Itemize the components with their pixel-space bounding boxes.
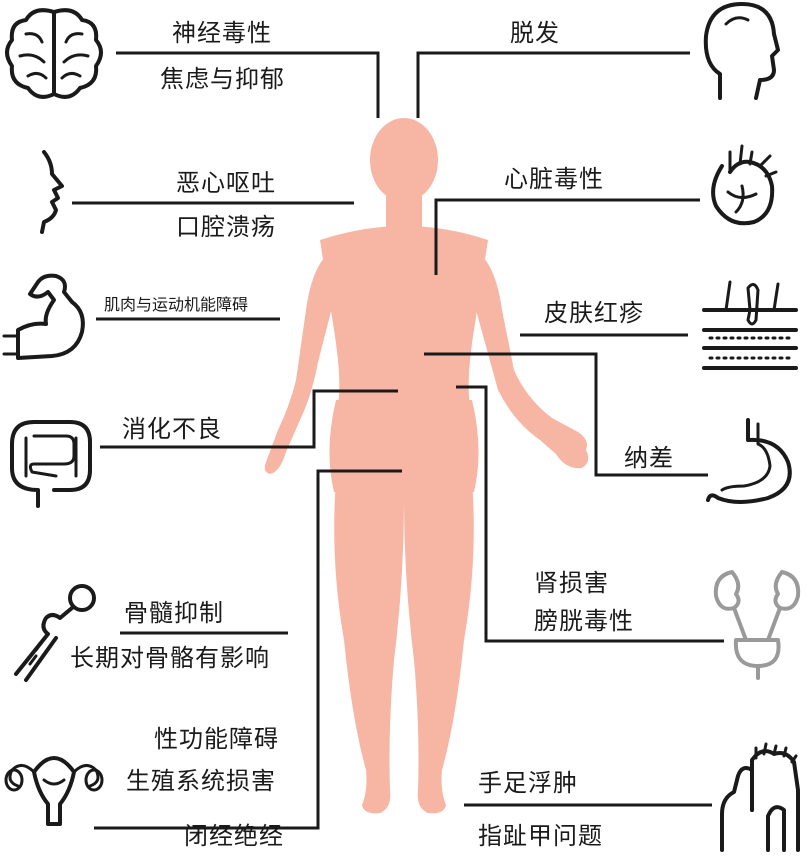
hands-feet-icon [720,742,800,852]
head-icon [703,2,780,100]
uterus-icon [4,756,104,826]
label-bone-marrow-suppression: 骨髓抑制 [124,599,224,627]
stomach-icon [706,418,792,504]
label-cardiotoxicity: 心脏毒性 [504,165,604,193]
face-profile-icon [40,150,64,234]
label-indigestion: 消化不良 [122,415,222,443]
bone-joint-icon [14,584,96,682]
label-hand-foot-edema: 手足浮肿 [478,769,578,797]
intestine-icon [10,420,92,508]
label-nail-problems: 指趾甲问题 [478,822,603,850]
heart-icon [711,144,778,226]
label-anxiety-depression: 焦虑与抑郁 [160,65,285,93]
label-kidney-damage: 肾损害 [534,569,609,597]
label-skin-rash: 皮肤红疹 [544,299,644,327]
skin-layers-icon [702,280,798,370]
label-sexual-dysfunction: 性功能障碍 [154,725,279,753]
label-hair-loss: 脱发 [510,19,560,47]
label-nausea-vomiting: 恶心呕吐 [176,169,276,197]
label-muscle-motor: 肌肉与运动机能障碍 [104,295,249,314]
muscle-arm-icon [2,273,85,360]
label-reproductive-damage: 生殖系统损害 [126,767,276,795]
label-neurotoxicity: 神经毒性 [172,19,272,47]
label-amenorrhea-menopause: 闭经绝经 [184,822,284,850]
connector-lines [72,51,724,830]
label-mouth-ulcer: 口腔溃疡 [176,213,276,241]
label-bladder-toxicity: 膀胱毒性 [534,607,634,635]
label-poor-appetite: 纳差 [624,444,674,472]
kidney-bladder-icon [713,570,801,680]
human-body-silhouette [264,118,589,814]
brain-icon [5,8,103,99]
label-long-term-bone: 长期对骨骼有影响 [70,644,270,672]
